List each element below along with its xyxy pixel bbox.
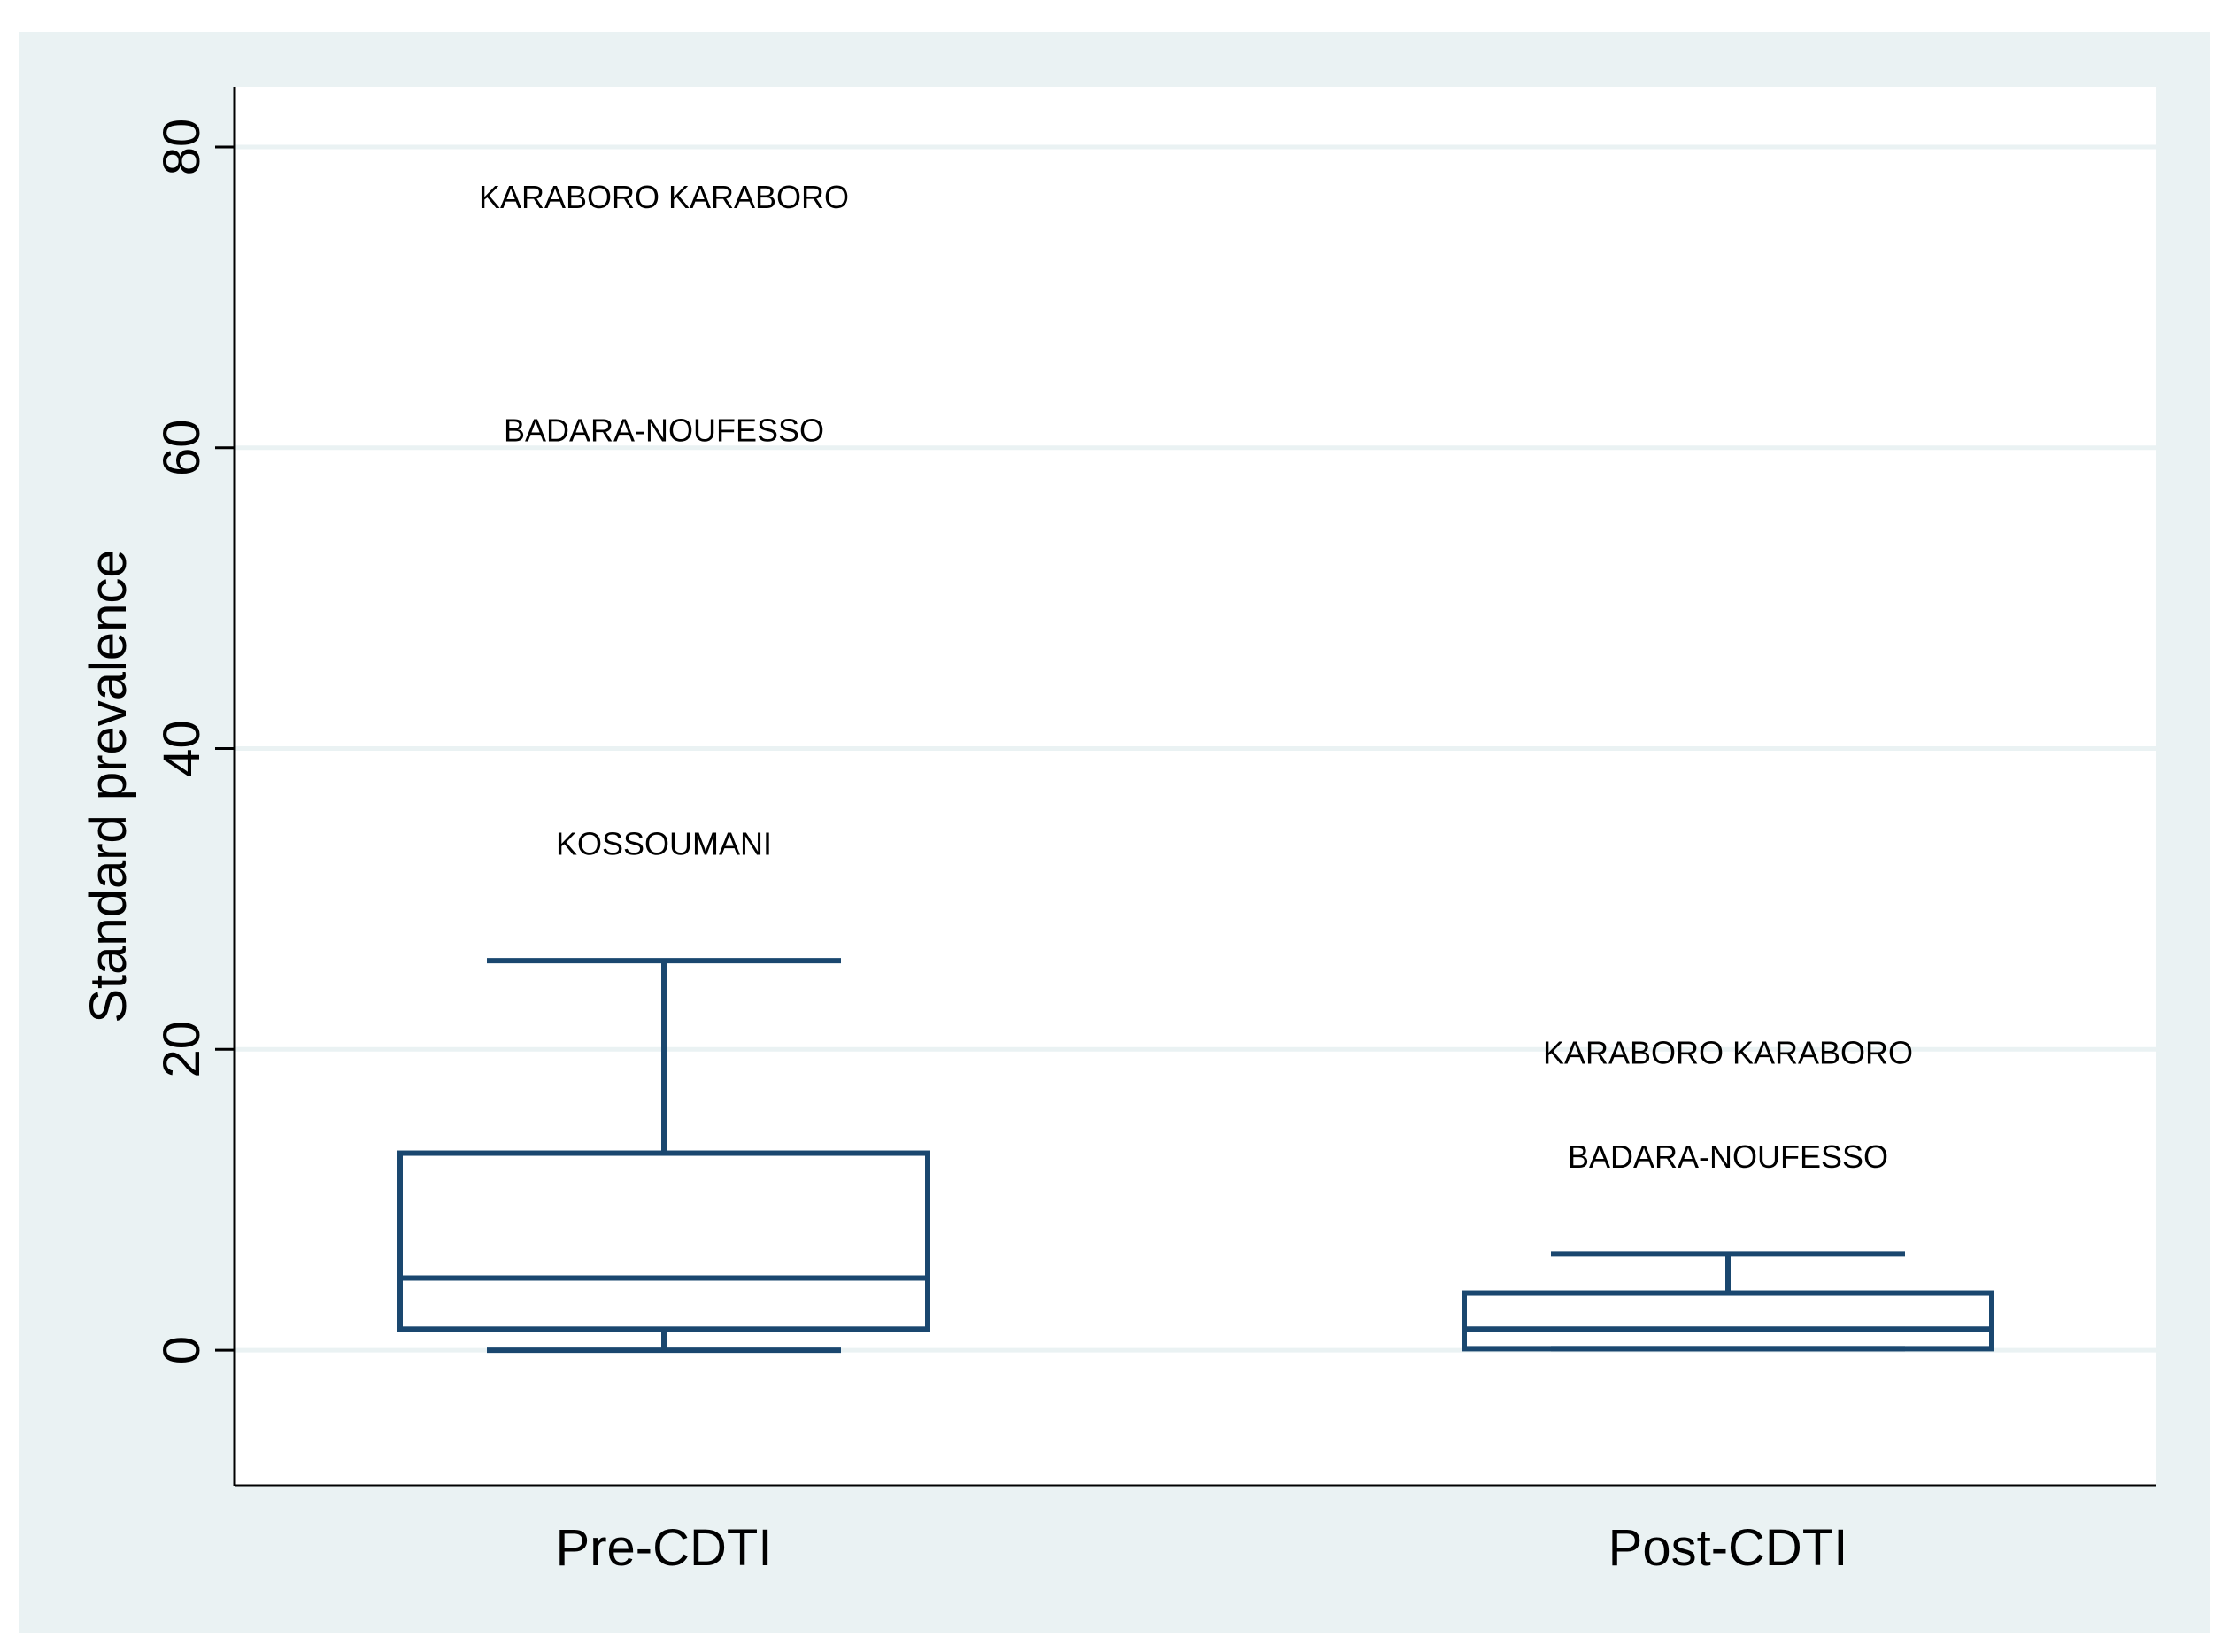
y-tick-label-60: 60	[153, 419, 211, 476]
y-tick-label-0: 0	[153, 1336, 211, 1364]
box-post-cdti	[1462, 1251, 1994, 1352]
boxes	[397, 958, 1994, 1354]
outlier-label-badara-noufesso: BADARA-NOUFESSO	[504, 412, 824, 448]
outlier-label-karaboro-karaboro: KARABORO KARABORO	[1543, 1035, 1913, 1071]
box-pre-cdti	[397, 958, 930, 1354]
y-tick-label-40: 40	[153, 720, 211, 777]
y-axis-title: Standard prevalence	[80, 549, 137, 1023]
x-category-label-post-cdti: Post-CDTI	[1608, 1519, 1848, 1577]
outlier-label-kossoumani: KOSSOUMANI	[556, 825, 772, 861]
y-tick-label-20: 20	[153, 1021, 211, 1078]
y-tick-label-80: 80	[153, 119, 211, 176]
outlier-labels: KOSSOUMANI BADARA-NOUFESSO KARABORO KARABO…	[479, 179, 1913, 1175]
iqr-box	[397, 1150, 930, 1332]
outlier-label-karaboro-karaboro: KARABORO KARABORO	[479, 179, 849, 215]
iqr-box	[1462, 1290, 1994, 1352]
x-category-label-pre-cdti: Pre-CDTI	[556, 1519, 773, 1577]
outlier-label-badara-noufesso: BADARA-NOUFESSO	[1568, 1139, 1888, 1175]
